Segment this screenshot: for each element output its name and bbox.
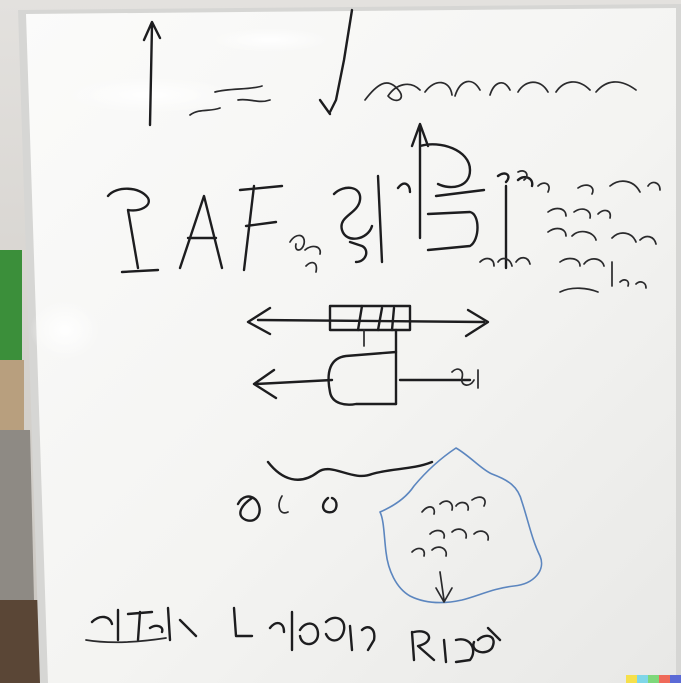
bottom-row-marks — [85, 606, 502, 664]
light-glare — [210, 28, 330, 52]
cloud-arrow — [435, 571, 453, 603]
hook-glyph — [278, 495, 289, 514]
small-box — [328, 304, 412, 332]
note-line-5 — [559, 287, 599, 293]
note-line-4 — [559, 257, 647, 289]
right-end-marks — [451, 368, 479, 389]
rounded-rect — [327, 350, 398, 406]
arrow-and-bracket — [410, 122, 486, 252]
vertical-stroke — [376, 174, 412, 264]
shelf-object — [0, 360, 24, 440]
long-horizontal-line — [256, 318, 486, 324]
blue-cloud-outline — [379, 447, 543, 604]
blue-cloud-diagram — [379, 447, 543, 604]
room-clutter — [0, 430, 34, 600]
wavy-line — [266, 460, 434, 481]
letter-l-glyph — [232, 606, 254, 638]
right-notes — [517, 170, 661, 293]
top-right-scribble-line — [364, 80, 637, 102]
pin-shape — [106, 187, 160, 274]
curly-symbol — [332, 186, 374, 264]
cloud-note-1 — [421, 496, 486, 515]
vertical-line-right — [496, 172, 534, 270]
bottom-scribble-row — [479, 256, 531, 267]
top-row-marks — [142, 8, 637, 127]
light-glare — [30, 300, 100, 360]
arrow-box-diagram — [246, 304, 490, 406]
note-line-1 — [517, 170, 661, 195]
note-line-2 — [547, 207, 612, 219]
cloud-note-3 — [411, 546, 448, 557]
green-object — [0, 250, 22, 370]
middle-symbol-row — [106, 122, 534, 274]
bottom-word-3 — [410, 626, 502, 664]
small-glyphs-left — [289, 234, 322, 273]
whiteboard-surface — [26, 8, 676, 683]
left-arrow — [252, 368, 334, 400]
right-arrowhead — [464, 308, 490, 338]
note-line-3 — [547, 227, 657, 245]
cloud-note-2 — [429, 528, 490, 541]
vertical-connector — [394, 328, 472, 406]
slash-mark — [318, 8, 354, 116]
letter-e-glyph — [321, 496, 338, 514]
lower-left-marks — [236, 460, 434, 522]
bottom-word-2 — [268, 610, 376, 652]
dash-scribble — [189, 85, 271, 116]
letters-af — [178, 184, 284, 272]
up-arrow-mark — [142, 20, 162, 127]
bottom-underline — [85, 637, 167, 643]
color-strip — [626, 675, 681, 683]
loop-glyph — [236, 495, 261, 522]
left-arrowhead — [246, 306, 272, 336]
box-dividers — [356, 304, 396, 332]
bottom-word-1 — [90, 606, 198, 642]
